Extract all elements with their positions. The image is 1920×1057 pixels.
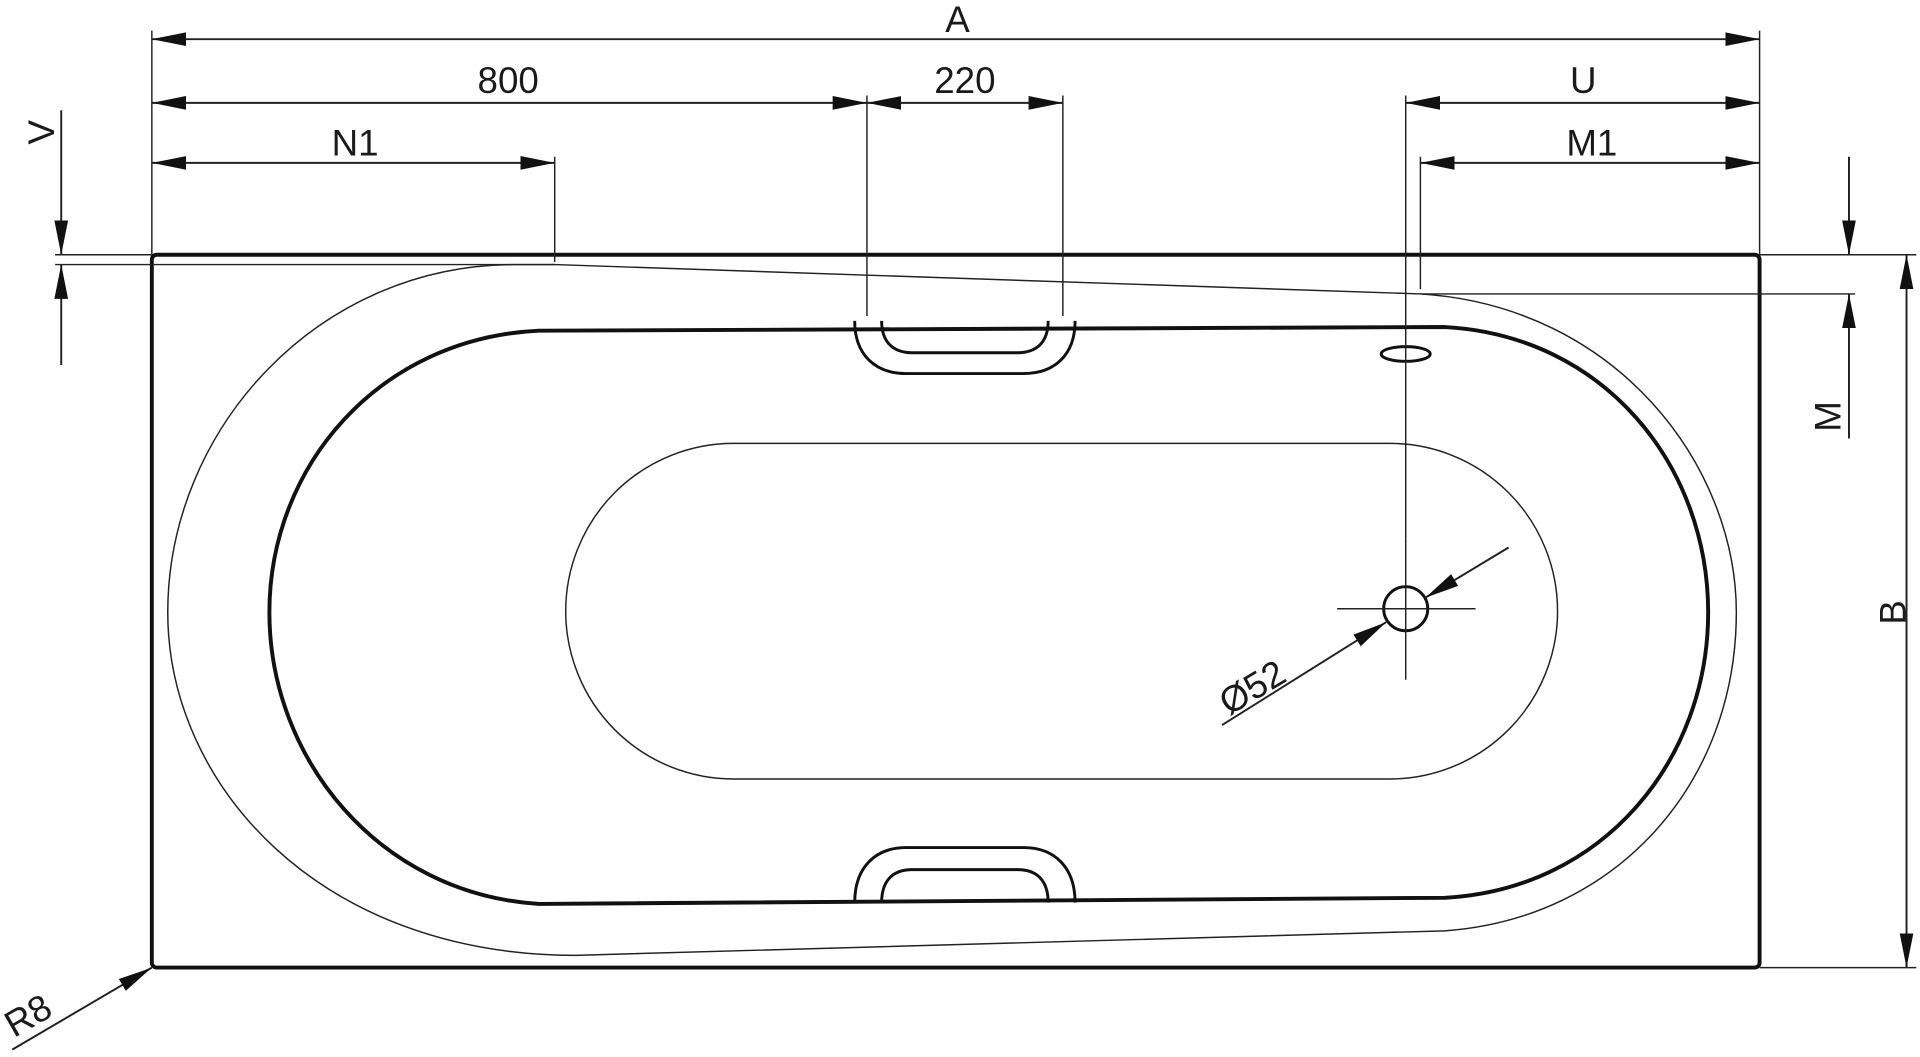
basin-contour [267, 325, 1711, 906]
dim-label-drain-diameter: Ø52 [1212, 652, 1293, 723]
dim-label-220: 220 [934, 60, 995, 101]
dim-label-b: B [1872, 600, 1913, 625]
handle-top [853, 320, 1077, 376]
dim-label-v: V [21, 120, 62, 145]
dim-label-800: 800 [478, 60, 539, 101]
dim-line-drain-diameter [1221, 621, 1387, 726]
dim-line-r8 [11, 966, 153, 1051]
dim-label-m: M [1807, 401, 1848, 432]
dim-line-drain-diameter-2 [1424, 546, 1510, 599]
basin-floor [564, 442, 1559, 780]
dim-label-m1: M1 [1566, 123, 1617, 164]
extension-lines [55, 30, 1917, 969]
dim-label-u: U [1570, 60, 1597, 101]
drain-icon [1337, 538, 1476, 680]
tub-outline [149, 252, 1762, 970]
handle-bottom [853, 846, 1077, 903]
dim-label-r8: R8 [0, 986, 59, 1045]
rim-contour [167, 263, 1738, 957]
dim-label-a: A [945, 0, 970, 40]
dim-label-n1: N1 [332, 123, 379, 164]
